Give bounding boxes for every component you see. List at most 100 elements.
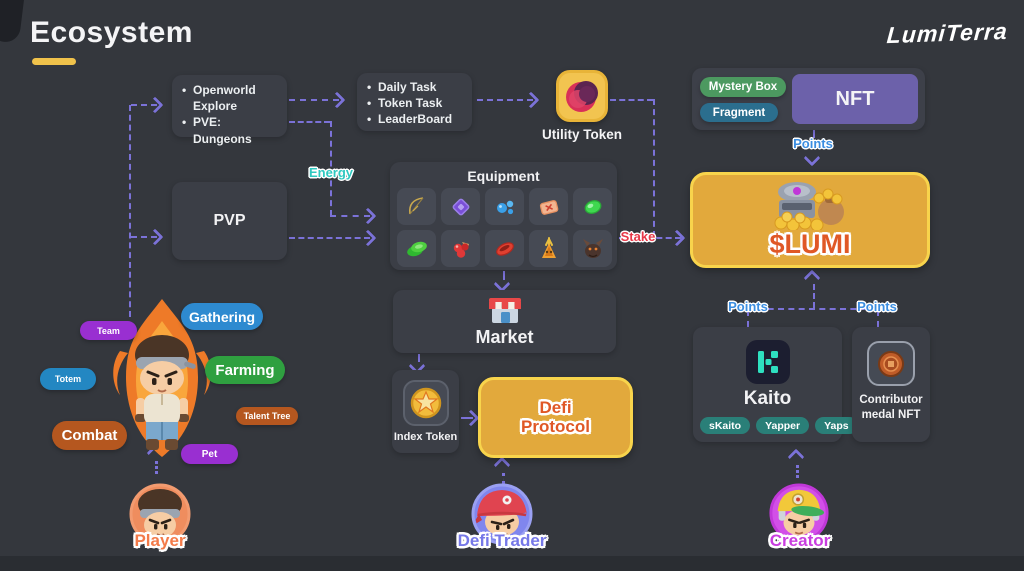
player-character-flame-art <box>113 299 211 457</box>
skill-pill-talent-tree: Talent Tree <box>236 407 298 425</box>
flow-line <box>796 465 799 478</box>
arrowhead-right <box>522 91 540 109</box>
flow-line <box>289 237 370 239</box>
flow-line <box>877 310 879 327</box>
flow-line <box>289 121 330 123</box>
flow-line <box>131 104 157 106</box>
node-tasks: Daily Task Token Task LeaderBoard <box>357 73 472 131</box>
index-token-label: Index Token <box>393 431 458 443</box>
task-bullet: Token Task <box>367 95 462 111</box>
equipment-item-berries-icon <box>441 230 480 267</box>
node-openworld: Openworld Explore PVE: Dungeons <box>172 75 287 146</box>
defi-trader-actor-label: Defi Trader <box>457 531 547 550</box>
flow-line <box>747 308 877 310</box>
flow-line <box>418 354 420 362</box>
openworld-bullet: PVE: Dungeons <box>182 114 277 146</box>
utility-token-icon <box>556 70 608 122</box>
arrowhead-right <box>328 91 346 109</box>
kaito-tag-skaito: sKaito <box>700 417 751 434</box>
title-underline <box>32 58 76 65</box>
node-market: Market <box>393 290 616 353</box>
node-index-token: Index Token <box>392 370 459 453</box>
points-edge-label: Points <box>857 299 897 314</box>
skill-pill-team: Team <box>80 321 137 340</box>
lumi-label: $LUMI <box>769 229 851 260</box>
node-contributor: Contributor medal NFT <box>852 327 930 442</box>
flow-line <box>503 271 505 280</box>
player-actor-label: Player <box>134 531 186 550</box>
kaito-logo-icon <box>746 340 790 384</box>
nft-box: NFT <box>792 74 918 124</box>
skill-pill-combat: Combat <box>52 421 127 450</box>
bottom-shade <box>0 556 1024 571</box>
node-pvp: PVP <box>172 182 287 260</box>
equipment-item-red-boat-icon <box>485 230 524 267</box>
flow-line <box>502 473 505 484</box>
equipment-title: Equipment <box>467 168 540 184</box>
skill-pill-gathering: Gathering <box>181 303 263 330</box>
flow-line <box>461 417 473 419</box>
arrowhead-right <box>146 96 164 114</box>
flow-line <box>289 99 339 101</box>
creator-actor-label: Creator <box>769 531 831 550</box>
mystery-box-pill: Mystery Box <box>700 77 786 97</box>
arrowhead-down <box>803 149 821 167</box>
arrowhead-up <box>803 269 821 287</box>
equipment-item-blue-bubbles-icon <box>485 188 524 225</box>
fragment-pill: Fragment <box>700 103 778 122</box>
skill-pill-farming: Farming <box>205 356 285 384</box>
arrowhead-up <box>787 448 805 466</box>
market-label: Market <box>475 327 534 347</box>
index-token-coin-icon <box>402 380 449 426</box>
flow-line <box>813 284 815 308</box>
flow-line <box>747 310 749 327</box>
kaito-label: Kaito <box>743 388 792 409</box>
corner-decoration <box>0 0 26 44</box>
flow-line <box>813 128 815 138</box>
page-title: Ecosystem <box>30 16 193 49</box>
flow-line <box>129 105 131 317</box>
defi-protocol-label: Defi Protocol <box>521 397 590 436</box>
flow-line <box>131 236 157 238</box>
equipment-item-plant-creature-icon <box>529 230 568 267</box>
arrowhead-right <box>359 207 377 225</box>
equipment-item-lilypad-icon <box>397 230 436 267</box>
node-nft-group: Mystery Box Fragment NFT <box>692 68 925 130</box>
flow-line <box>619 237 681 239</box>
equipment-item-green-gem-icon <box>573 188 612 225</box>
points-edge-label: Points <box>793 136 833 151</box>
utility-token-label: Utility Token <box>541 127 622 142</box>
kaito-tag-yaps: Yaps <box>815 417 858 434</box>
task-bullet: Daily Task <box>367 79 462 95</box>
equipment-item-ticket-icon <box>529 188 568 225</box>
skill-pill-totem: Totem <box>40 368 96 390</box>
equipment-item-purple-gem-icon <box>441 188 480 225</box>
creator-avatar <box>769 483 829 543</box>
flow-line <box>653 99 655 237</box>
arrowhead-right <box>359 229 377 247</box>
market-stall-icon <box>488 298 521 323</box>
equipment-item-bow-icon <box>397 188 436 225</box>
node-kaito: Kaito sKaito Yapper Yaps <box>693 327 858 442</box>
points-edge-label: Points <box>728 299 768 314</box>
stake-edge-label: Stake <box>620 229 656 244</box>
player-avatar <box>129 483 191 545</box>
contributor-medal-icon <box>867 341 915 386</box>
flow-line <box>610 99 653 101</box>
flow-line <box>330 215 370 217</box>
node-defi-protocol: Defi Protocol <box>478 377 633 458</box>
flow-line <box>155 461 158 474</box>
defi-trader-avatar <box>471 483 533 545</box>
arrowhead-right <box>462 409 480 427</box>
arrowhead-right <box>668 229 686 247</box>
contributor-label: Contributor medal NFT <box>859 394 923 421</box>
flow-line <box>330 121 332 216</box>
task-bullet: LeaderBoard <box>367 111 462 127</box>
treasure-chest-icon <box>774 182 844 231</box>
openworld-bullet: Openworld Explore <box>182 82 277 114</box>
flow-line <box>477 99 533 101</box>
node-equipment: Equipment <box>390 162 617 270</box>
arrowhead-up <box>493 456 511 474</box>
arrowhead-right <box>146 228 164 246</box>
